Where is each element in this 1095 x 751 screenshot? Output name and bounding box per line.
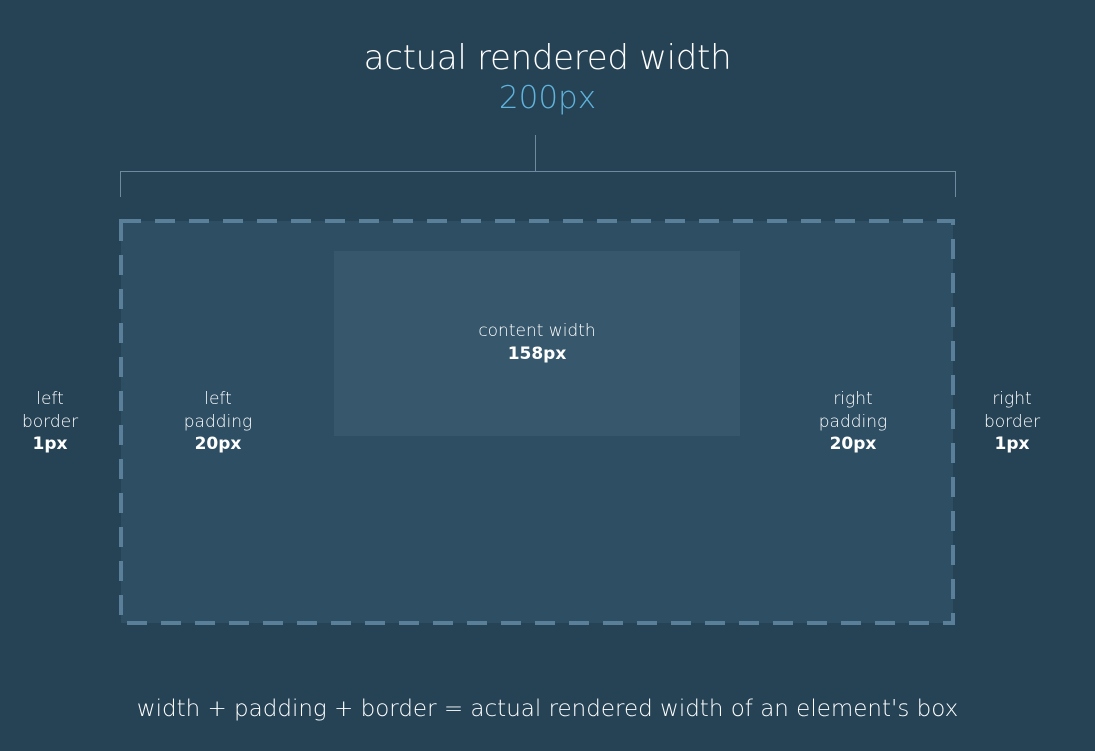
left-border-label: left border 1px xyxy=(10,388,90,456)
content-width-text: content width xyxy=(478,321,596,341)
left-padding-label: left padding 20px xyxy=(168,388,268,456)
left-padding-value: 20px xyxy=(194,434,242,454)
left-padding-line1: left xyxy=(204,389,232,409)
right-border-value: 1px xyxy=(994,434,1030,454)
element-dashed-border xyxy=(119,219,955,625)
left-border-value: 1px xyxy=(32,434,68,454)
width-bracket xyxy=(120,135,956,197)
right-padding-line2: padding xyxy=(818,411,888,432)
right-border-line2: border xyxy=(983,411,1041,432)
right-border-line1: right xyxy=(992,389,1032,409)
total-width-value: 200px xyxy=(498,80,597,116)
formula-caption: width + padding + border = actual render… xyxy=(136,696,959,722)
left-border-line2: border xyxy=(21,411,79,432)
right-padding-label: right padding 20px xyxy=(803,388,903,456)
content-area xyxy=(334,251,740,436)
right-padding-line1: right xyxy=(833,389,873,409)
left-padding-line2: padding xyxy=(183,411,253,432)
left-border-line1: left xyxy=(36,389,64,409)
content-width-value: 158px xyxy=(507,343,567,364)
right-border-label: right border 1px xyxy=(972,388,1052,456)
right-padding-value: 20px xyxy=(829,434,877,454)
content-width-label: content width 158px xyxy=(334,320,740,365)
diagram-title: actual rendered width xyxy=(363,38,732,78)
